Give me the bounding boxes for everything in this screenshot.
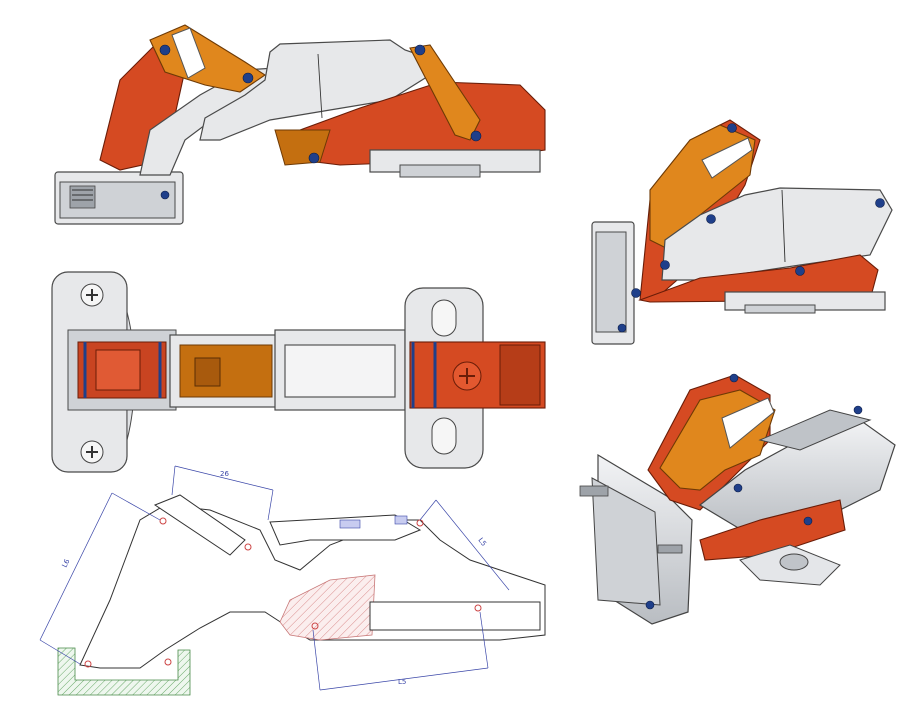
hinge-arm-body: [199, 39, 431, 141]
hinge-side-view: [54, 24, 546, 225]
dimension-bottom-label: L5: [398, 678, 406, 686]
pivot-pin: [414, 44, 426, 56]
hinge-top-view: [51, 271, 546, 473]
dimension-lines: [39, 465, 510, 691]
cup-section: [57, 647, 191, 696]
pivot-pin: [242, 72, 254, 84]
pivot-pin: [308, 152, 320, 164]
hinge-arm-right: [661, 187, 893, 281]
pivot-pin: [160, 190, 170, 200]
pivot-pin: [159, 44, 171, 56]
pivot-pin: [470, 130, 482, 142]
hinge-section-view: 26 L6 L5 L5: [39, 465, 546, 696]
dimension-top-label: 26: [220, 470, 229, 478]
hinge-isometric-view: [579, 373, 896, 625]
dimension-left-label: L6: [61, 557, 72, 569]
dimension-right-label: L5: [476, 536, 487, 548]
hinge-right-side-view: [591, 119, 893, 345]
